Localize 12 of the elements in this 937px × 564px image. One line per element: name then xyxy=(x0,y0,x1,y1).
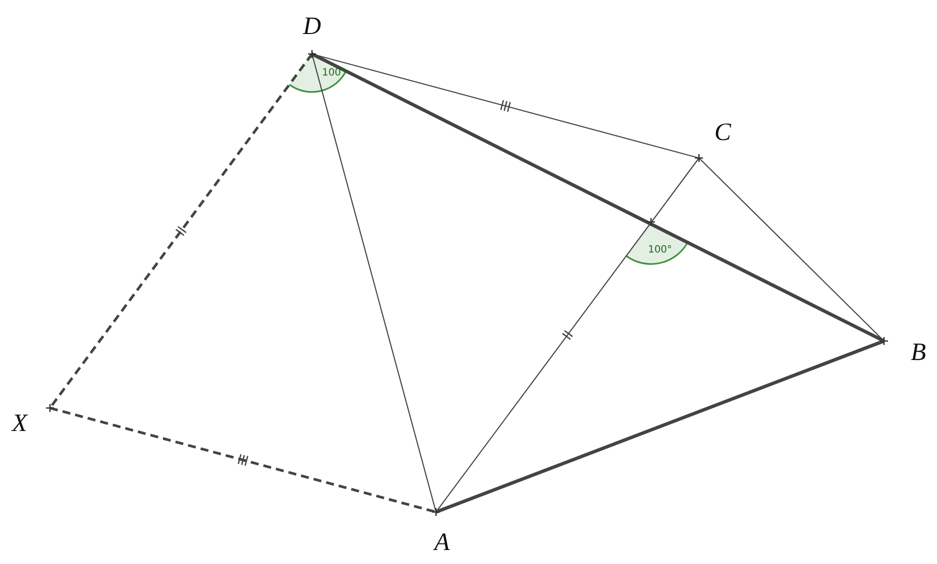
vertex-label: C xyxy=(699,120,731,158)
vertex-label: D xyxy=(298,14,326,54)
line-segment xyxy=(435,339,885,514)
angle-label: 100° xyxy=(648,244,672,256)
line-segment xyxy=(436,158,700,512)
vertex-label: A xyxy=(428,512,456,555)
line-segment xyxy=(311,54,437,512)
vertex-label: X xyxy=(12,404,50,436)
line-segment xyxy=(311,52,885,343)
dashed-segment xyxy=(48,53,314,409)
vertex-label: B xyxy=(884,333,926,365)
dashed-segment xyxy=(50,406,436,514)
